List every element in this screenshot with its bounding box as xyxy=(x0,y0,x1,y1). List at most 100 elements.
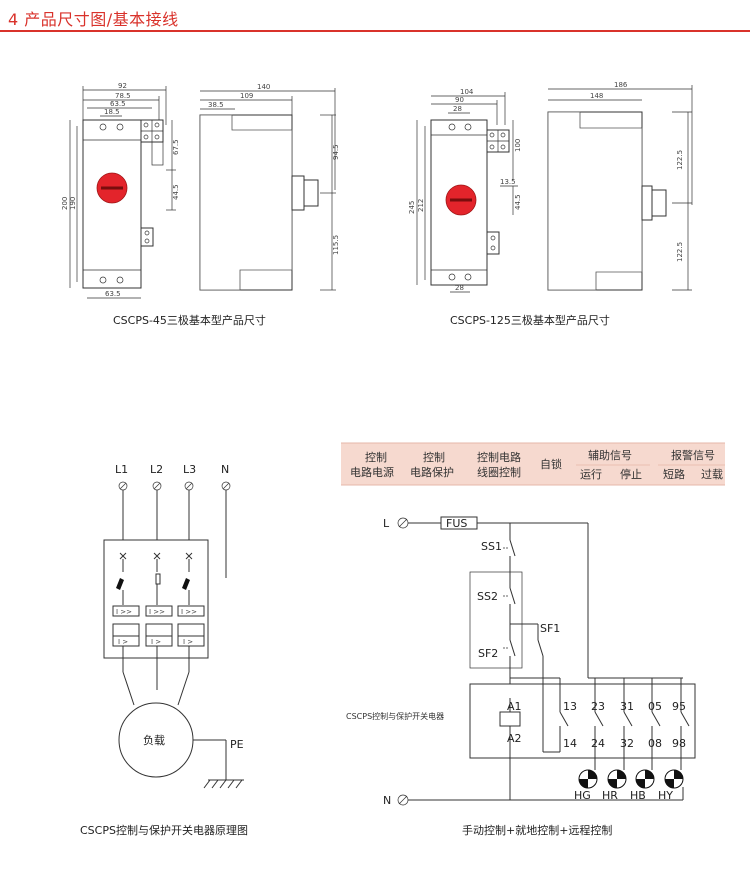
term-top-31: 31 xyxy=(620,700,634,713)
trip-label-2a: I >> xyxy=(149,608,165,616)
phase-label-n: N xyxy=(221,463,229,476)
trip-unit-row: I >> I >> I >> I > I > I > xyxy=(112,605,205,647)
dim45-body xyxy=(82,119,142,289)
principle-caption: CSCPS控制与保护开关电器原理图 xyxy=(80,823,248,837)
term-top-23: 23 xyxy=(591,700,605,713)
ss2-label: SS2 xyxy=(477,590,498,603)
dim125-caption: CSCPS-125三极基本型产品尺寸 xyxy=(450,313,610,327)
sf1-label: SF1 xyxy=(540,622,560,635)
trip-label-3a: I >> xyxy=(181,608,197,616)
dim45-w109: 109 xyxy=(240,92,253,100)
pe-label: PE xyxy=(230,738,244,751)
dim45-w18-5: 18.5 xyxy=(104,108,120,116)
wiring-caption: 手动控制+就地控制+远程控制 xyxy=(462,823,612,837)
dim125-w148: 148 xyxy=(590,92,603,100)
title-rule xyxy=(0,30,750,32)
dim45-w140: 140 xyxy=(257,83,270,91)
phase-label-l3: L3 xyxy=(183,463,196,476)
table-col5-b: 停止 xyxy=(620,467,642,481)
phase-label-l1: L1 xyxy=(115,463,128,476)
sf2-label: SF2 xyxy=(478,647,498,660)
trip-label-3b: I > xyxy=(183,638,193,646)
wiring-l-label: L xyxy=(383,517,390,530)
table-col1-line1: 控制 xyxy=(365,450,387,464)
term-bot-98: 98 xyxy=(672,737,686,750)
a2-label: A2 xyxy=(507,732,522,745)
dim45-w78-5: 78.5 xyxy=(115,92,131,100)
dim45-w63-5: 63.5 xyxy=(110,100,126,108)
dim125-w90: 90 xyxy=(455,96,464,104)
lamp-hy-icon xyxy=(664,769,684,789)
lamp-hb-label: HB xyxy=(630,789,646,802)
dim125-h122-b: 122.5 xyxy=(676,242,684,262)
page-title: 4 产品尺寸图/基本接线 xyxy=(8,10,179,29)
wiring-table: 控制 电路电源 控制 电路保护 控制电路 线圈控制 自锁 辅助信号 运行 停止 … xyxy=(341,442,725,486)
dim45-r44-5: 44.5 xyxy=(172,184,180,200)
table-col5-top: 辅助信号 xyxy=(588,448,632,462)
phase-label-l2: L2 xyxy=(150,463,163,476)
lamp-hr-icon xyxy=(607,769,627,789)
fus-label: FUS xyxy=(446,517,467,530)
lamp-hg-label: HG xyxy=(574,789,591,802)
dim125-h245: 245 xyxy=(408,201,416,214)
lamp-hr-label: HR xyxy=(602,789,618,802)
signal-lamps xyxy=(578,769,684,789)
term-top-95: 95 xyxy=(672,700,686,713)
dim125-w186: 186 xyxy=(614,81,628,89)
table-col3-line2: 线圈控制 xyxy=(477,465,521,479)
table-col1-line2: 电路电源 xyxy=(350,465,394,479)
table-col2-line1: 控制 xyxy=(423,450,445,464)
dim125-h212: 212 xyxy=(417,199,425,212)
dim45-h94-5: 94.5 xyxy=(332,144,340,160)
a1-label: A1 xyxy=(507,700,522,713)
table-col5-a: 运行 xyxy=(580,468,602,481)
remote-control-box xyxy=(469,571,523,669)
term-bot-24: 24 xyxy=(591,737,605,750)
dim45-h200: 200 xyxy=(61,197,69,210)
dim125-w28: 28 xyxy=(453,105,462,113)
dim45-w92: 92 xyxy=(118,82,127,90)
dim125-bottom28: 28 xyxy=(455,284,464,292)
trip-label-1a: I >> xyxy=(116,608,132,616)
dim45-side-view: 140 109 38.5 94.5 115.5 xyxy=(199,83,340,291)
table-col6-a: 短路 xyxy=(663,467,685,481)
lamp-hg-icon xyxy=(578,769,598,789)
coil-icon xyxy=(499,711,521,727)
dim45-h190: 190 xyxy=(69,197,77,210)
wiring-table-bg xyxy=(341,443,725,485)
wiring-n-label: N xyxy=(383,794,391,807)
term-top-13: 13 xyxy=(563,700,577,713)
ss1-label: SS1 xyxy=(481,540,502,553)
table-col3-line1: 控制电路 xyxy=(477,450,521,464)
wiring-diagram: L FUS SS1 SS2 SF1 SF2 CSCPS控制与保护开关电器 xyxy=(346,516,696,807)
dim125-r100: 100 xyxy=(514,139,522,152)
dim125-w104: 104 xyxy=(460,88,474,96)
dim125-h122-a: 122.5 xyxy=(676,150,684,170)
load-label: 负载 xyxy=(143,733,165,747)
lamp-hy-label: HY xyxy=(658,789,673,802)
dim45-caption: CSCPS-45三极基本型产品尺寸 xyxy=(113,313,266,327)
term-bot-14: 14 xyxy=(563,737,577,750)
dim45-front-view: 92 78.5 63.5 18.5 200 190 67.5 xyxy=(61,82,180,299)
table-col6-b: 过载 xyxy=(701,468,723,481)
term-bot-32: 32 xyxy=(620,737,634,750)
dim125-side-view: 186 148 122.5 122.5 xyxy=(547,81,693,291)
dim125-front-view: 104 90 28 245 212 100 13.5 44.5 28 xyxy=(408,88,522,293)
table-col2-line2: 电路保护 xyxy=(410,465,454,479)
dim45-w38-5: 38.5 xyxy=(208,101,224,109)
table-col4: 自锁 xyxy=(540,457,562,471)
dim45-h115-5: 115.5 xyxy=(332,235,340,255)
dim125-r44-5: 44.5 xyxy=(514,194,522,210)
device-label: CSCPS控制与保护开关电器 xyxy=(346,711,444,721)
term-bot-08: 08 xyxy=(648,737,662,750)
dim125-r13-5: 13.5 xyxy=(500,178,516,186)
principle-diagram: L1 L2 L3 N xyxy=(103,463,244,789)
table-col6-top: 报警信号 xyxy=(671,448,715,462)
lamp-hb-icon xyxy=(635,769,655,789)
dim45-bottom63-5: 63.5 xyxy=(105,290,121,298)
dim45-r67-5: 67.5 xyxy=(172,139,180,155)
term-top-05: 05 xyxy=(648,700,662,713)
trip-label-1b: I > xyxy=(118,638,128,646)
trip-label-2b: I > xyxy=(151,638,161,646)
